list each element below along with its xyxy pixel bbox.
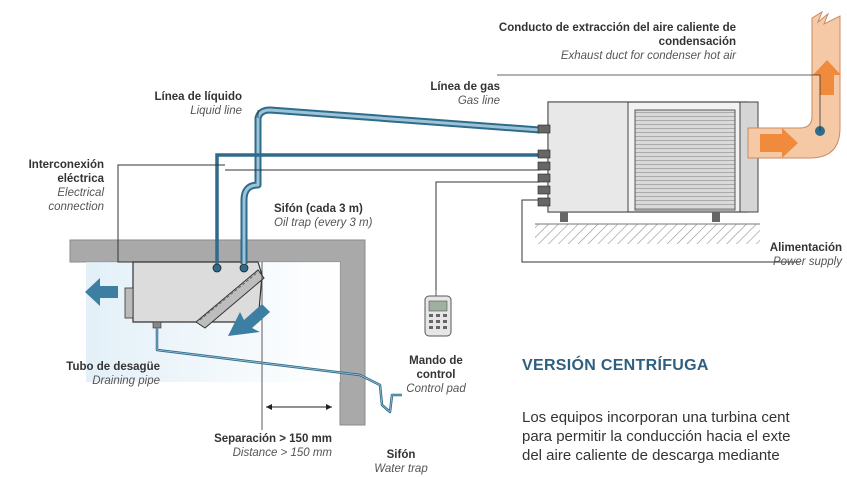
electrical-label: Interconexión eléctrica Electrical conne… [0,158,104,214]
ground-slab [535,223,760,244]
control-label-en: Control pad [406,383,466,395]
body-line-1: Los equipos incorporan una turbina cent [522,409,790,426]
oiltrap-label-en: Oil trap (every 3 m) [274,217,373,229]
distance-label: Separación > 150 mm Distance > 150 mm [170,432,332,460]
drain-pipe-label: Tubo de desagüe Draining pipe [60,360,160,388]
drain-pipe [155,328,402,414]
electrical-wires [117,164,800,290]
watertrap-label-en: Water trap [374,463,428,475]
exhaust-duct-label: Conducto de extracción del aire caliente… [430,21,736,63]
refrigerant-pipes [215,106,541,264]
watertrap-label-es: Sifón [386,449,416,461]
power-label-en: Power supply [772,256,842,268]
body-line-3: del aire caliente de descarga mediante [522,447,780,464]
exhaust-label-en: Exhaust duct for condenser hot air [560,50,736,62]
control-pad-label: Mando de control Control pad [395,354,477,396]
control-label-es: Mando de control [409,355,463,381]
liquid-label-es: Línea de líquido [154,91,242,103]
exhaust-duct [747,10,841,159]
distance-label-en: Distance > 150 mm [232,447,332,459]
distance-label-es: Separación > 150 mm [214,433,332,445]
section-body: Los equipos incorporan una turbina cent … [522,408,847,465]
drain-label-es: Tubo de desagüe [66,361,160,373]
control-pad [424,295,452,337]
oil-trap-label: Sifón (cada 3 m) Oil trap (every 3 m) [274,202,434,230]
exhaust-label-es: Conducto de extracción del aire caliente… [498,22,736,48]
gas-line-label: Línea de gas Gas line [370,80,500,108]
body-line-2: para permitir la conducción hacia el ext… [522,428,791,445]
power-label-es: Alimentación [769,242,842,254]
air-in-arrow [228,304,270,336]
drain-label-en: Draining pipe [92,375,160,387]
electrical-label-es: Interconexión eléctrica [28,159,104,185]
indoor-unit [124,261,265,329]
service-valves [537,124,551,207]
power-supply-label: Alimentación Power supply [720,241,842,269]
exhaust-arrow-right [760,128,798,158]
section-title: VERSIÓN CENTRÍFUGA [522,357,709,374]
air-out-arrow [85,278,118,306]
liquid-line-label: Línea de líquido Liquid line [110,90,242,118]
gas-label-es: Línea de gas [430,81,500,93]
distance-marker [261,262,332,430]
water-trap-label: Sifón Water trap [362,448,440,476]
indoor-airflow [85,278,270,336]
outdoor-unit [537,101,759,222]
gas-label-en: Gas line [457,95,500,107]
liquid-label-en: Liquid line [190,105,242,117]
oiltrap-label-es: Sifón (cada 3 m) [274,203,363,215]
electrical-label-en: Electrical connection [48,187,104,213]
